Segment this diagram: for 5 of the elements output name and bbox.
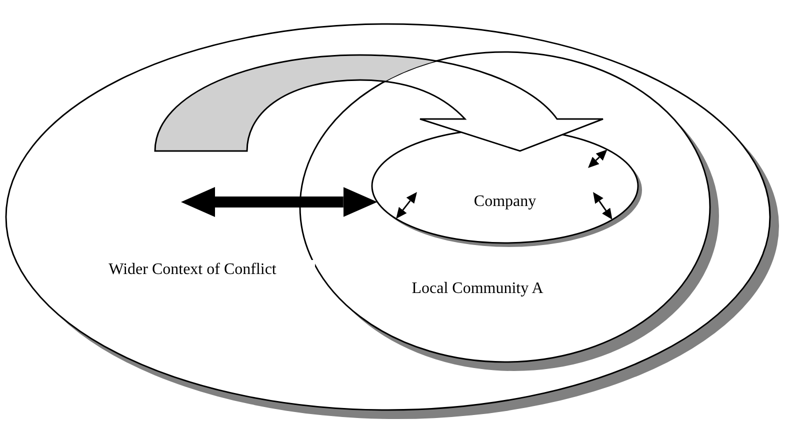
curved-block-arrow <box>154 54 604 152</box>
thick-double-arrow <box>181 187 378 217</box>
double-arrow <box>593 192 612 220</box>
double-arrow <box>588 150 608 168</box>
double-arrow <box>396 192 417 219</box>
